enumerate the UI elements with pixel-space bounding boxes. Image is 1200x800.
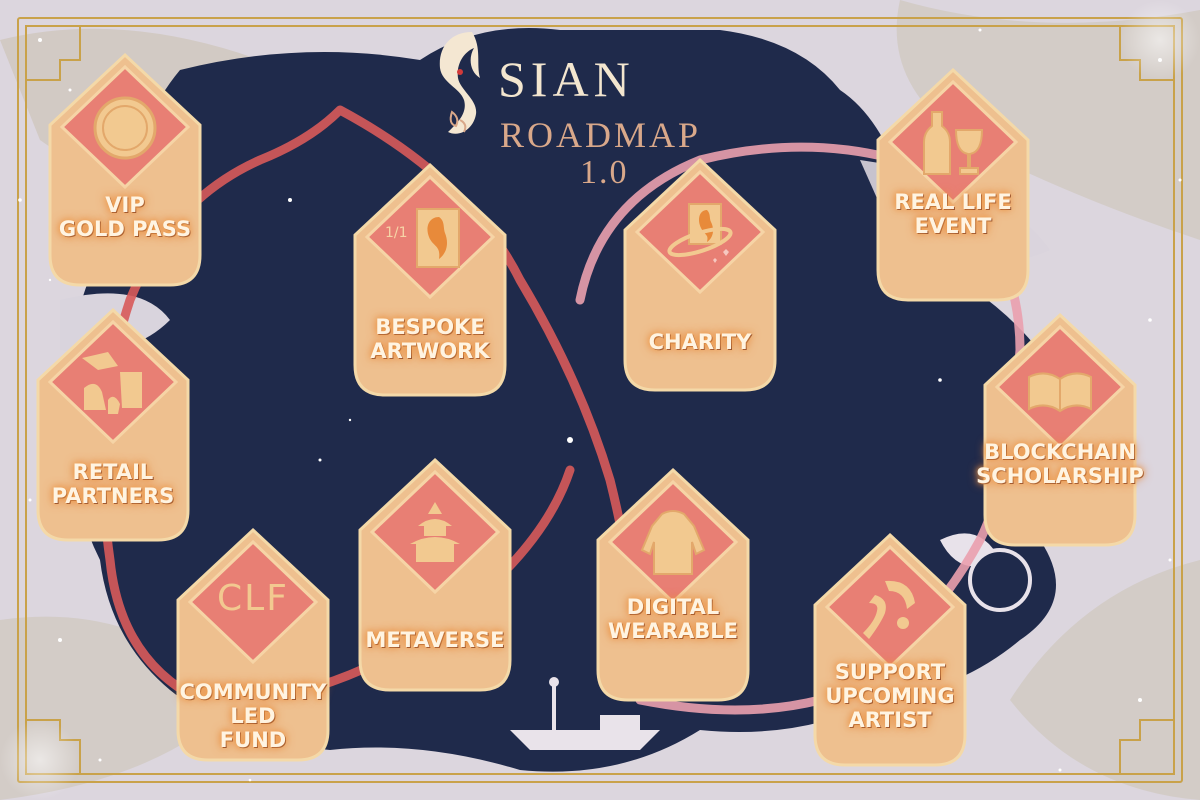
portrait-frame-icon bbox=[416, 208, 460, 268]
milestone-label: BESPOKE ARTWORK bbox=[370, 315, 490, 363]
woman-silhouette-logo-icon bbox=[439, 32, 480, 134]
brand-name: SIAN bbox=[498, 51, 635, 107]
milestone-label: SUPPORT UPCOMING ARTIST bbox=[825, 660, 955, 732]
clf-text-icon: CLF bbox=[217, 578, 289, 619]
milestone-digital-wearable: DIGITAL WEARABLE bbox=[596, 467, 750, 702]
milestone-blockchain-scholarship: BLOCKCHAIN SCHOLARSHIP bbox=[976, 312, 1144, 547]
wine-bottle-glass-icon bbox=[923, 111, 984, 175]
hoodie-icon bbox=[640, 510, 706, 575]
milestone-retail-partners: RETAIL PARTNERS bbox=[36, 307, 190, 542]
milestone-community-led-fund: CLF COMMUNITY LED FUND bbox=[176, 527, 330, 762]
milestone-label: VIP GOLD PASS bbox=[58, 193, 192, 241]
edition-badge: 1/1 bbox=[385, 225, 408, 241]
paint-brush-stroke-icon bbox=[863, 580, 915, 639]
fashion-items-icon bbox=[82, 352, 142, 414]
milestone-vip-gold-pass: VIP GOLD PASS bbox=[48, 52, 202, 287]
milestone-label: REAL LIFE EVENT bbox=[894, 190, 1012, 238]
glitter bbox=[18, 28, 1182, 782]
milestone-charity: CHARITY bbox=[623, 157, 777, 392]
pagoda-icon bbox=[410, 502, 460, 562]
milestone-bespoke-artwork: 1/1 BESPOKE ARTWORK bbox=[353, 162, 507, 397]
brand-logo: SIAN ROADMAP 1.0 bbox=[430, 18, 730, 191]
gold-coin-icon bbox=[93, 96, 157, 160]
open-book-icon bbox=[1028, 372, 1092, 413]
milestone-label: CHARITY bbox=[648, 330, 752, 354]
night-sky-shape bbox=[73, 28, 1067, 772]
milestone-support-upcoming-artist: SUPPORT UPCOMING ARTIST bbox=[813, 532, 967, 767]
milestone-real-life-event: REAL LIFE EVENT bbox=[876, 67, 1030, 302]
roadmap-version: 1.0 bbox=[580, 154, 629, 191]
milestone-metaverse: METAVERSE bbox=[358, 457, 512, 692]
roadmap-title: ROADMAP bbox=[500, 115, 702, 155]
milestone-label: BLOCKCHAIN SCHOLARSHIP bbox=[976, 440, 1144, 488]
milestone-label: METAVERSE bbox=[365, 628, 505, 652]
boat-silhouette bbox=[510, 677, 660, 750]
milestone-label: COMMUNITY LED FUND bbox=[179, 680, 327, 752]
heart-orbit-portrait-icon bbox=[667, 203, 733, 263]
milestone-label: RETAIL PARTNERS bbox=[51, 460, 175, 508]
milestone-label: DIGITAL WEARABLE bbox=[608, 595, 738, 643]
ornate-frame bbox=[17, 17, 1183, 783]
